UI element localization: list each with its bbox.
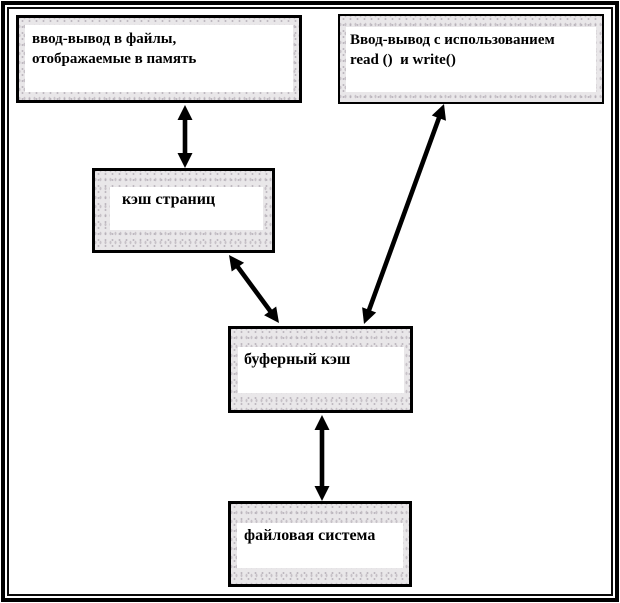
node-file-system-panel: файловая система (237, 523, 403, 568)
arrow-mmap-io-page-cache (177, 105, 193, 168)
node-buffer-cache: буферный кэш (228, 326, 413, 413)
node-file-system: файловая система (228, 501, 412, 587)
node-read-write-io: Ввод-вывод с использованием read () и wr… (338, 14, 604, 104)
node-mmap-io-label: ввод-вывод в файлы, отображаемые в памят… (32, 31, 197, 67)
node-page-cache-panel: кэш страниц (110, 187, 263, 230)
node-read-write-io-panel: Ввод-вывод с использованием read () и wr… (346, 27, 596, 92)
node-buffer-cache-label: буферный кэш (244, 351, 351, 368)
node-mmap-io: ввод-вывод в файлы, отображаемые в памят… (16, 15, 302, 103)
node-page-cache: кэш страниц (92, 168, 275, 253)
arrow-buffer-cache-file-system (314, 415, 330, 501)
node-read-write-io-label: Ввод-вывод с использованием read () и wr… (350, 32, 555, 68)
node-mmap-io-panel: ввод-вывод в файлы, отображаемые в памят… (25, 25, 293, 92)
arrow-page-cache-buffer-cache (229, 255, 279, 323)
node-page-cache-label: кэш страниц (122, 191, 216, 208)
node-file-system-label: файловая система (244, 527, 376, 544)
diagram-canvas: ввод-вывод в файлы, отображаемые в памят… (7, 7, 613, 596)
node-buffer-cache-panel: буферный кэш (238, 347, 404, 393)
arrow-read-write-io-buffer-cache (362, 104, 446, 324)
